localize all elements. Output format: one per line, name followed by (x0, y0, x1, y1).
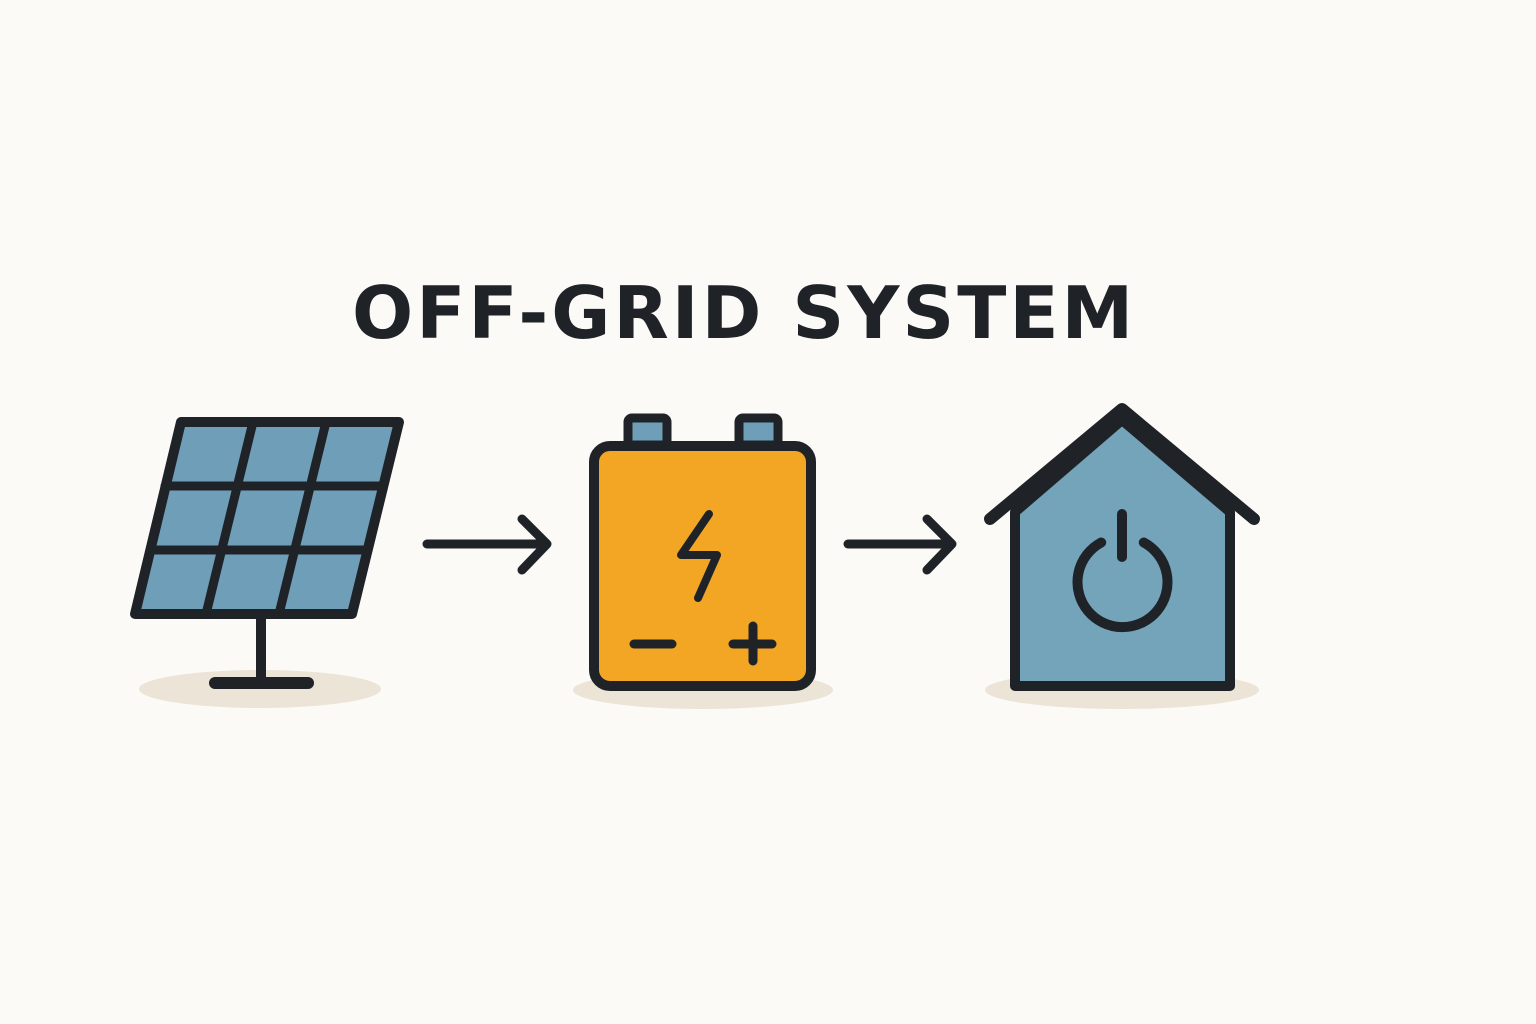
lightning-bolt-icon (677, 510, 721, 602)
solar-panel-frame (130, 417, 404, 619)
house-icon (984, 403, 1260, 709)
diagram-title: OFF-GRID SYSTEM (352, 271, 1137, 355)
battery-terminal-right (734, 413, 783, 450)
arrow-panel-to-battery (422, 514, 552, 575)
solar-panel-icon (130, 417, 404, 708)
battery-body (589, 441, 816, 691)
house-roof (984, 403, 1260, 525)
solar-panel-grid-lines (145, 417, 388, 619)
arrow-battery-to-house (843, 514, 957, 575)
plus-icon (728, 621, 777, 666)
battery-icon (573, 413, 833, 709)
power-icon (1072, 509, 1173, 633)
battery-terminal-left (623, 413, 672, 450)
